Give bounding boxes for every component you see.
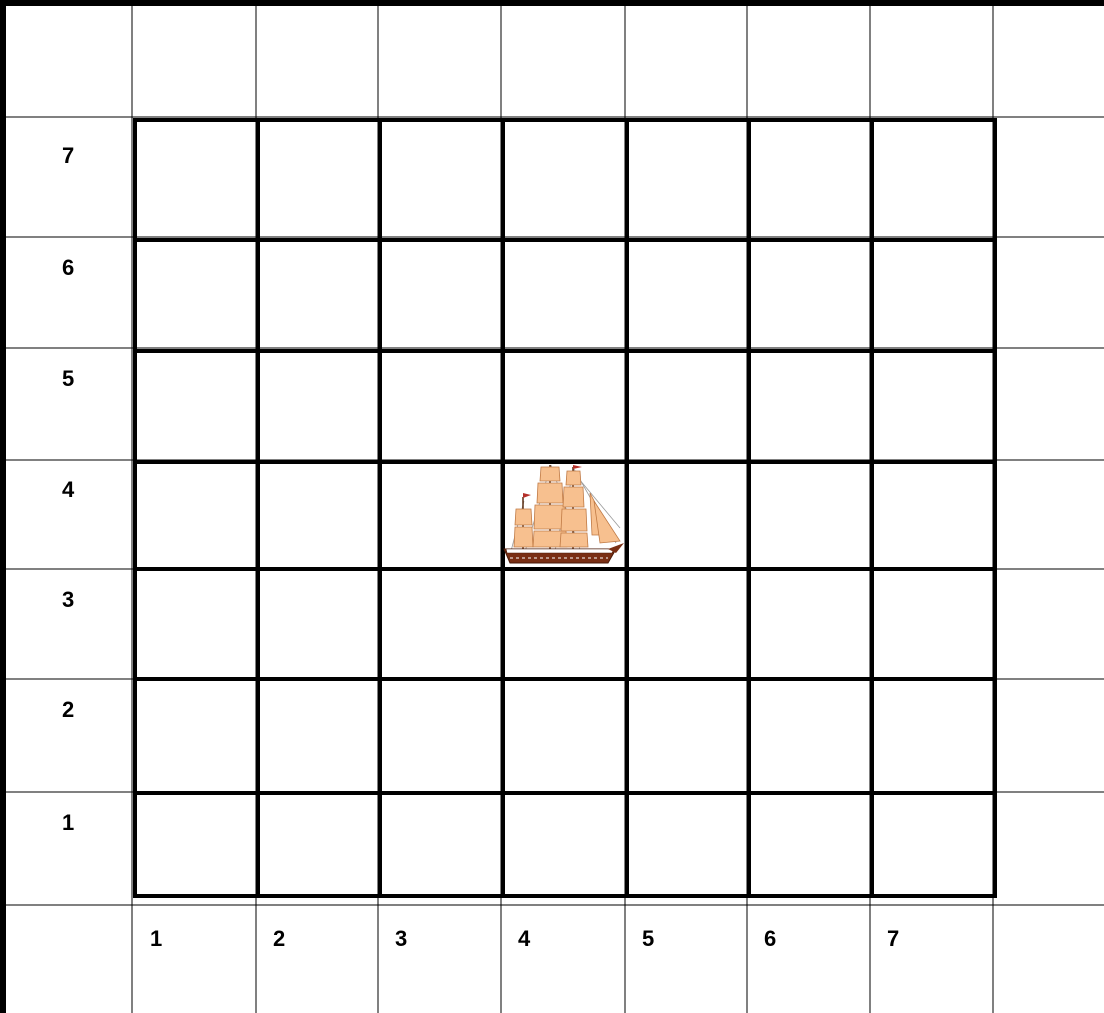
- column-label-5: 5: [642, 926, 654, 951]
- column-label-3: 3: [395, 926, 407, 951]
- column-label-6: 6: [764, 926, 776, 951]
- column-label-2: 2: [273, 926, 285, 951]
- row-label-6: 6: [62, 255, 74, 280]
- column-label-7: 7: [887, 926, 899, 951]
- row-label-5: 5: [62, 366, 74, 391]
- row-label-7: 7: [62, 143, 74, 168]
- row-label-3: 3: [62, 587, 74, 612]
- column-label-4: 4: [518, 926, 531, 951]
- row-label-1: 1: [62, 810, 74, 835]
- column-label-1: 1: [150, 926, 162, 951]
- row-label-2: 2: [62, 697, 74, 722]
- row-label-4: 4: [62, 477, 75, 502]
